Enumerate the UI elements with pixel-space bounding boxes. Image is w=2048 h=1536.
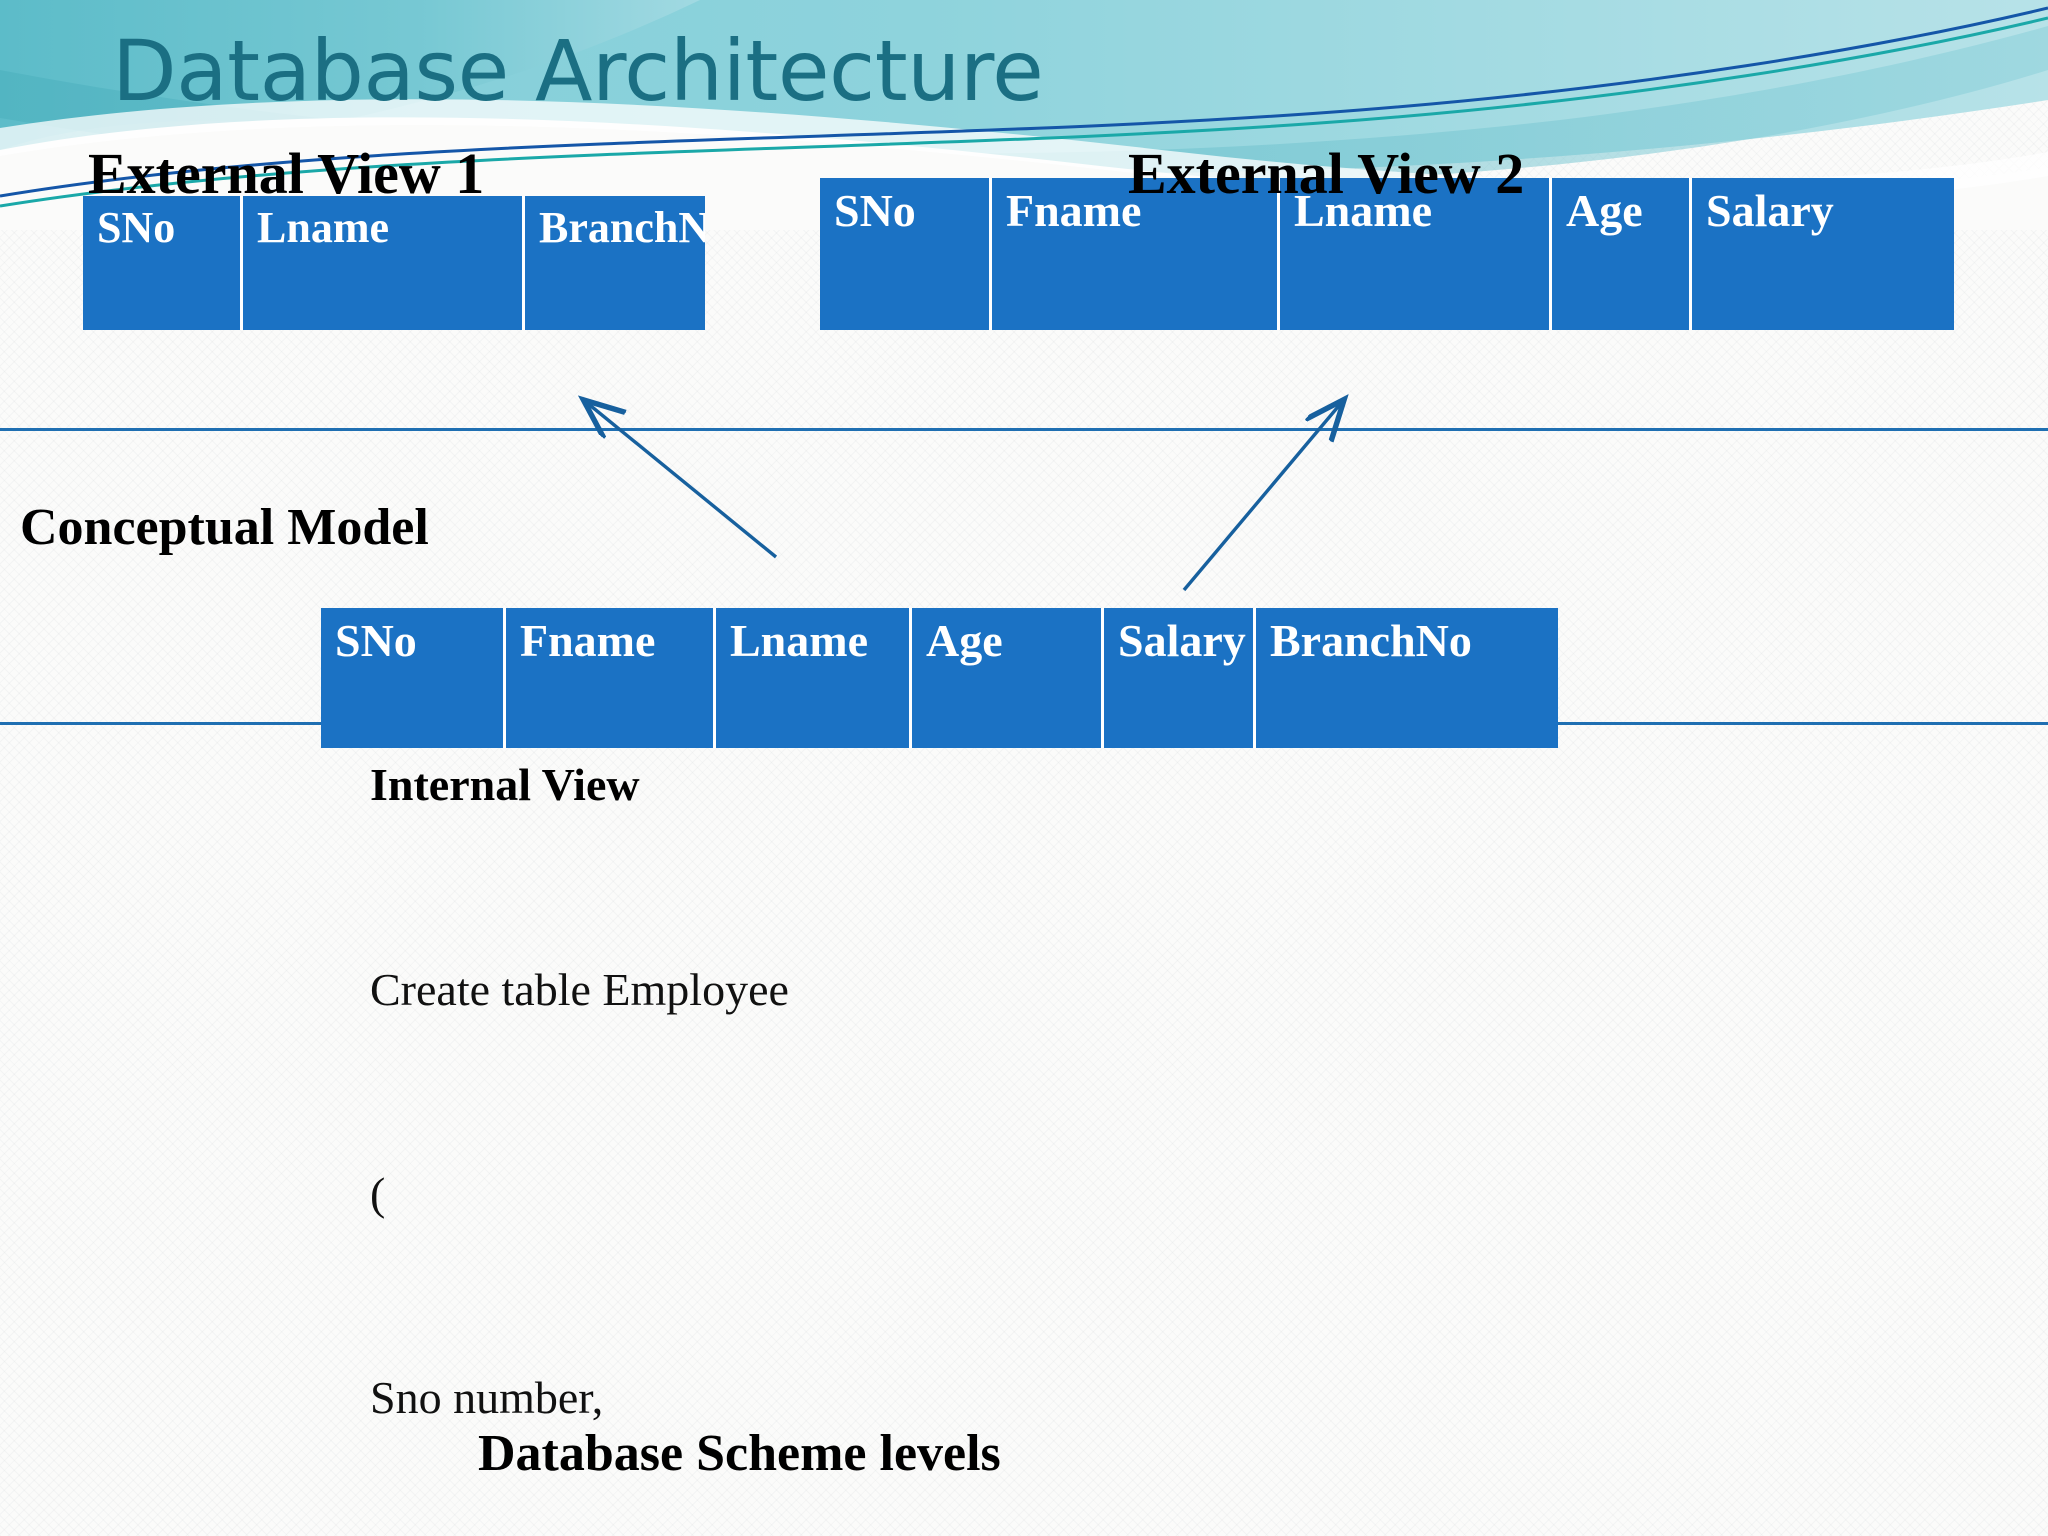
table-cell-lname: Lname (716, 608, 912, 748)
table-cell-salary: Salary (1104, 608, 1256, 748)
page-title: Database Architecture (112, 22, 1044, 120)
table-cell-sno: SNo (83, 196, 243, 330)
table-cell-branchno: BranchNo (525, 196, 705, 330)
external-view-1-heading: External View 1 (88, 141, 485, 206)
slide-caption: Database Scheme levels (478, 1425, 1001, 1482)
external-view-2-heading: External View 2 (1128, 141, 1525, 206)
table-cell-branchno: BranchNo (1256, 608, 1558, 748)
table-cell-age: Age (1552, 178, 1692, 330)
arrow-branchno-to-external-view-1 (586, 402, 778, 559)
table-cell-lname: Lname (1280, 178, 1552, 330)
sql-line: ( (370, 1168, 386, 1219)
table-cell-lname: Lname (243, 196, 525, 330)
table-cell-salary: Salary (1692, 178, 1954, 330)
divider-external-conceptual (0, 428, 2048, 431)
conceptual-model-heading: Conceptual Model (20, 499, 429, 556)
sql-line: Sno number, (370, 1372, 604, 1423)
table-cell-fname: Fname (506, 608, 716, 748)
external-view-1-table: SNo Lname BranchNo (83, 196, 705, 330)
sql-line: Create table Employee (370, 964, 789, 1015)
internal-view-heading: Internal View (370, 759, 640, 810)
internal-view-sql-block: Create table Employee ( Sno number, Fnam… (370, 820, 789, 1536)
external-view-2-table: SNo Fname Lname Age Salary (820, 178, 1954, 330)
table-cell-sno: SNo (820, 178, 992, 330)
conceptual-model-table: SNo Fname Lname Age Salary BranchNo (321, 608, 1558, 748)
table-cell-sno: SNo (321, 608, 506, 748)
table-cell-fname: Fname (992, 178, 1280, 330)
table-cell-age: Age (912, 608, 1104, 748)
